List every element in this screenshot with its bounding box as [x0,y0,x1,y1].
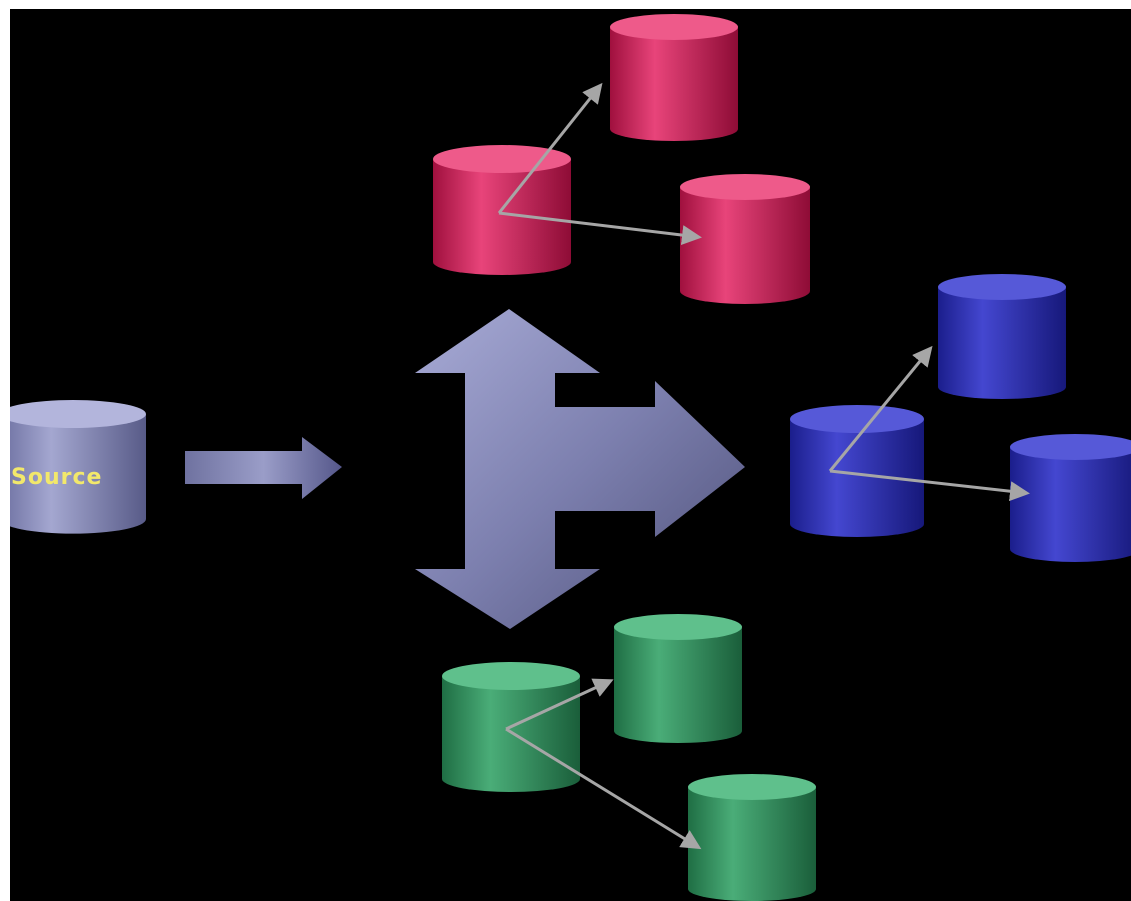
blue-replication-arrow-1 [828,345,933,472]
blue-database-replica-2 [1010,434,1131,562]
green-database-primary [442,662,580,792]
blue-database-group [790,274,1131,562]
source-database: Source [10,400,146,534]
green-database-group [442,614,816,901]
red-database-replica-1 [610,14,738,141]
green-database-replica-1 [614,614,742,743]
blue-database-primary [790,405,924,537]
green-replication-arrow-1 [505,678,614,731]
red-replication-arrow-1 [497,82,603,214]
diagram-canvas: Source [10,9,1131,901]
blue-replication-arrow-2 [829,469,1030,502]
red-database-primary [433,145,571,275]
red-database-group [433,14,810,304]
feed-arrow [185,437,342,499]
source-label: Source [11,465,102,490]
blue-database-replica-1 [938,274,1066,399]
red-replication-arrow-2 [498,211,702,246]
green-replication-arrow-2 [505,727,702,850]
green-database-replica-2 [688,774,816,901]
distribution-hub-arrow [415,309,745,629]
distribution-diagram: Source [10,14,1131,901]
red-database-replica-2 [680,174,810,304]
